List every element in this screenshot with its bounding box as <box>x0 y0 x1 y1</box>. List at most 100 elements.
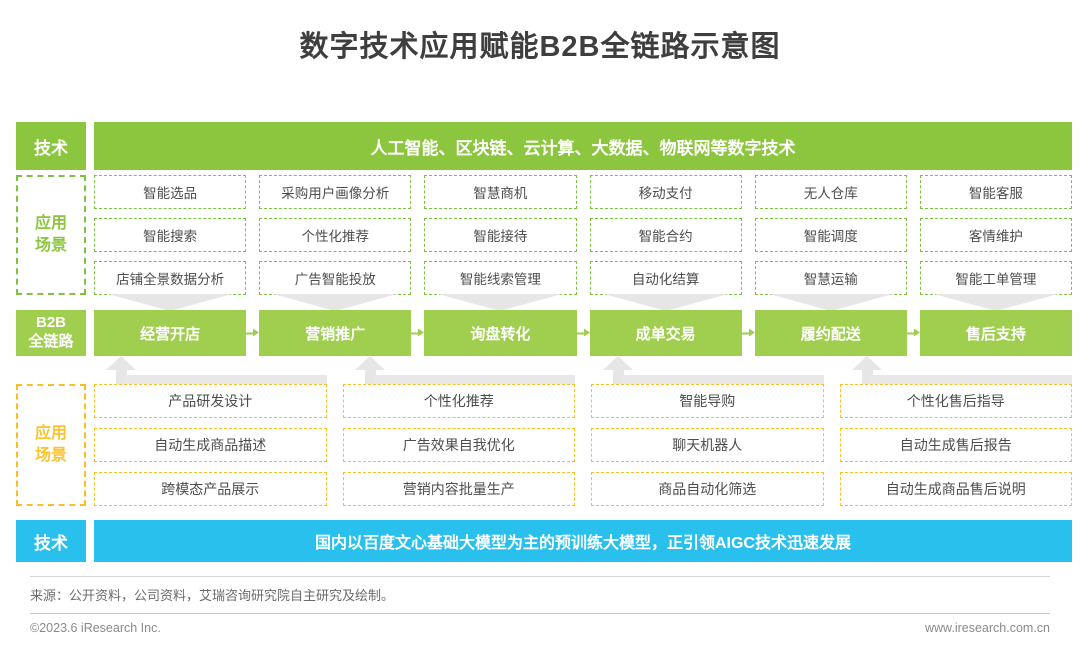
up-arrow-icon <box>851 356 882 384</box>
chain-step[interactable]: 营销推广 <box>259 310 425 356</box>
up-arrow-icon <box>603 356 633 384</box>
chain-arrow-icon <box>576 328 590 338</box>
scenario-cell[interactable]: 智慧商机 <box>424 175 577 209</box>
scenario-cell[interactable]: 智能导购 <box>591 384 824 418</box>
scenario-cell[interactable]: 智慧运输 <box>754 261 907 295</box>
up-arrow-icon <box>354 356 385 384</box>
scenario-cell[interactable]: 自动生成商品描述 <box>94 428 327 462</box>
scenario-column-bottom: 个性化推荐广告效果自我优化营销内容批量生产 <box>342 384 575 506</box>
scenario-cell[interactable]: 自动生成售后报告 <box>839 428 1072 462</box>
group-connector-bar <box>124 375 327 384</box>
scenario-cell[interactable]: 智能工单管理 <box>919 261 1072 295</box>
up-arrow-head <box>603 356 633 370</box>
scenario-cell[interactable]: 智能线索管理 <box>424 261 577 295</box>
up-arrow-stem <box>613 368 624 384</box>
scenario-cell[interactable]: 个性化售后指导 <box>839 384 1072 418</box>
down-arrow-icon <box>273 294 398 311</box>
technology-banner-top: 人工智能、区块链、云计算、大数据、物联网等数字技术 <box>94 122 1072 170</box>
scenario-cell[interactable]: 智能合约 <box>589 218 742 252</box>
scenario-cell[interactable]: 个性化推荐 <box>259 218 412 252</box>
application-scenarios-bottom-grid: 产品研发设计自动生成商品描述跨模态产品展示个性化推荐广告效果自我优化营销内容批量… <box>94 384 1072 506</box>
group-connector-bar <box>869 375 1072 384</box>
scenario-cell[interactable]: 广告智能投放 <box>259 261 412 295</box>
chain-step-label: 成单交易 <box>635 325 696 343</box>
chain-step[interactable]: 售后支持 <box>919 310 1072 356</box>
group-connector-bar <box>372 375 575 384</box>
scenario-cell[interactable]: 个性化推荐 <box>342 384 575 418</box>
group-connector-bar <box>621 375 824 384</box>
scenario-column-top: 智能选品智能搜索店铺全景数据分析 <box>94 175 247 295</box>
application-scenarios-top-grid: 智能选品智能搜索店铺全景数据分析采购用户画像分析个性化推荐广告智能投放智慧商机智… <box>94 175 1072 295</box>
website-url: www.iresearch.com.cn <box>924 621 1050 635</box>
scenario-column-top: 无人仓库智能调度智慧运输 <box>754 175 907 295</box>
down-arrow-icon <box>768 294 893 311</box>
row-label-application-top-text: 应用场景 <box>34 215 67 254</box>
up-arrow-head <box>106 356 136 370</box>
scenario-cell[interactable]: 客情维护 <box>919 218 1072 252</box>
chain-step-label: 履约配送 <box>800 325 861 343</box>
down-arrow-icon <box>438 294 563 311</box>
scenario-cell[interactable]: 采购用户画像分析 <box>259 175 412 209</box>
page-title: 数字技术应用赋能B2B全链路示意图 <box>299 31 781 63</box>
up-arrow-head <box>354 356 385 370</box>
chain-step-label: 询盘转化 <box>470 325 531 343</box>
up-arrow-stem <box>861 368 873 384</box>
chain-step[interactable]: 成单交易 <box>589 310 755 356</box>
footer-divider <box>30 613 1050 614</box>
up-arrow-stem <box>116 368 127 384</box>
chain-step-label: 经营开店 <box>140 325 201 343</box>
row-label-technology-top: 技术 <box>16 122 86 170</box>
scenario-cell[interactable]: 聊天机器人 <box>591 428 824 462</box>
technology-banner-bottom: 国内以百度文心基础大模型为主的预训练大模型，正引领AIGC技术迅速发展 <box>94 520 1072 562</box>
scenario-cell[interactable]: 智能选品 <box>94 175 247 209</box>
scenario-cell[interactable]: 移动支付 <box>589 175 742 209</box>
scenario-cell[interactable]: 智能客服 <box>919 175 1072 209</box>
up-arrow-stem <box>364 368 376 384</box>
scenario-cell[interactable]: 营销内容批量生产 <box>342 472 575 506</box>
down-arrow-icon <box>603 294 728 311</box>
scenario-cell[interactable]: 自动生成商品售后说明 <box>839 472 1072 506</box>
scenario-column-bottom: 个性化售后指导自动生成售后报告自动生成商品售后说明 <box>839 384 1072 506</box>
scenario-cell[interactable]: 跨模态产品展示 <box>94 472 327 506</box>
down-arrow-layer <box>94 294 1072 311</box>
scenario-column-bottom: 智能导购聊天机器人商品自动化筛选 <box>591 384 824 506</box>
scenario-cell[interactable]: 店铺全景数据分析 <box>94 261 247 295</box>
scenario-cell[interactable]: 商品自动化筛选 <box>591 472 824 506</box>
copyright-text: ©2023.6 iResearch Inc. <box>30 621 161 635</box>
chain-step-label: 营销推广 <box>305 325 366 343</box>
scenario-column-top: 智慧商机智能接待智能线索管理 <box>424 175 577 295</box>
chain-step[interactable]: 经营开店 <box>94 310 260 356</box>
row-label-application-bottom-text: 应用场景 <box>34 425 67 464</box>
scenario-column-bottom: 产品研发设计自动生成商品描述跨模态产品展示 <box>94 384 327 506</box>
scenario-column-top: 采购用户画像分析个性化推荐广告智能投放 <box>259 175 412 295</box>
down-arrow-icon <box>933 294 1058 311</box>
scenario-cell[interactable]: 无人仓库 <box>754 175 907 209</box>
chain-step-label: 售后支持 <box>965 325 1026 343</box>
up-arrow-layer <box>94 356 1072 384</box>
scenario-cell[interactable]: 智能接待 <box>424 218 577 252</box>
scenario-cell[interactable]: 自动化结算 <box>589 261 742 295</box>
chain-step[interactable]: 询盘转化 <box>424 310 590 356</box>
scenario-cell[interactable]: 智能搜索 <box>94 218 247 252</box>
scenario-cell[interactable]: 广告效果自我优化 <box>342 428 575 462</box>
scenario-cell[interactable]: 智能调度 <box>754 218 907 252</box>
source-divider <box>30 576 1050 577</box>
down-arrow-icon <box>108 294 233 311</box>
scenario-cell[interactable]: 产品研发设计 <box>94 384 327 418</box>
row-label-technology-bottom: 技术 <box>16 520 86 562</box>
scenario-column-top: 移动支付智能合约自动化结算 <box>589 175 742 295</box>
up-arrow-icon <box>106 356 136 384</box>
up-arrow-head <box>851 356 882 370</box>
chain-step[interactable]: 履约配送 <box>754 310 920 356</box>
chain-arrow-icon <box>246 328 260 338</box>
row-label-application-top: 应用场景 <box>16 175 86 295</box>
row-label-application-bottom: 应用场景 <box>16 384 86 506</box>
source-note: 来源：公开资料，公司资料，艾瑞咨询研究院自主研究及绘制。 <box>30 588 395 603</box>
scenario-column-top: 智能客服客情维护智能工单管理 <box>919 175 1072 295</box>
chain-arrow-icon <box>906 328 920 338</box>
chain-arrow-icon <box>411 328 425 338</box>
chain-arrow-icon <box>741 328 755 338</box>
